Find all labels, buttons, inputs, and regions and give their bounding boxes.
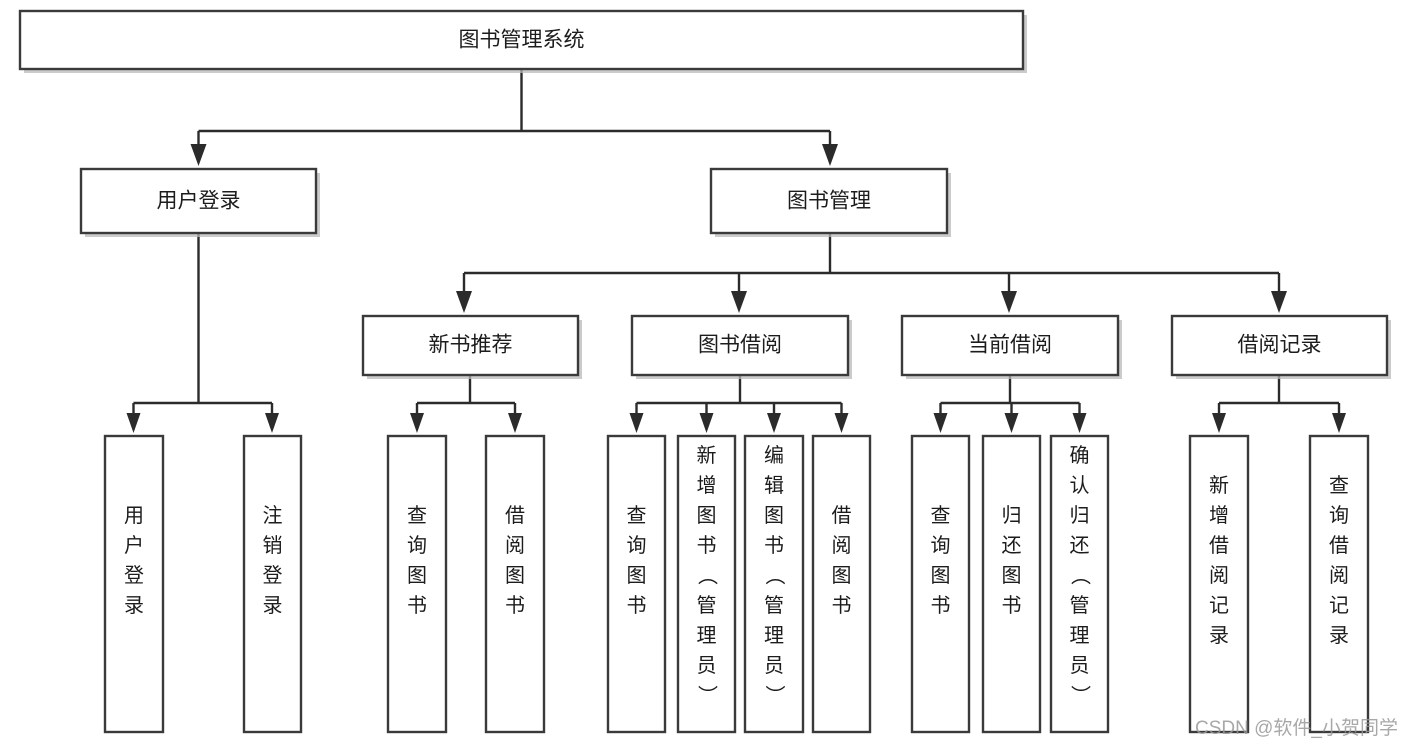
arrowhead-l3-1-to-lf5 bbox=[699, 413, 714, 433]
node-user-login[interactable]: 用户登录 bbox=[79, 167, 320, 237]
node-layer: 图书管理系统 用户登录 图书管理 新书推荐 bbox=[18, 9, 1391, 734]
leaf-label-user-login: 用户登录 bbox=[124, 505, 144, 617]
leaf-node[interactable]: 查询借阅记录 bbox=[1308, 434, 1370, 734]
leaf-node[interactable]: 新增借阅记录 bbox=[1188, 434, 1250, 734]
node-root-label: 图书管理系统 bbox=[459, 29, 585, 52]
leaf-node[interactable]: 归还图书 bbox=[981, 434, 1042, 734]
node-new-book-recommend-label: 新书推荐 bbox=[429, 334, 513, 357]
arrowhead-l3-2-to-lf8 bbox=[933, 413, 948, 433]
leaf-node[interactable]: 注销登录 bbox=[242, 434, 303, 734]
leaf-box-user-login[interactable] bbox=[103, 434, 165, 734]
leaf-node[interactable]: 查询图书 bbox=[606, 434, 667, 734]
leaf-box-add-book-admin[interactable] bbox=[676, 434, 737, 734]
leaf-box-add-borrow-record[interactable] bbox=[1188, 434, 1250, 734]
node-current-borrow-box[interactable] bbox=[900, 314, 1120, 377]
connector-layer bbox=[126, 69, 1346, 433]
arrowhead-l3-2-to-lf10 bbox=[1072, 413, 1087, 433]
leaf-label-query-borrow-record: 查询借阅记录 bbox=[1329, 474, 1349, 647]
leaf-box-edit-book-admin[interactable] bbox=[743, 434, 805, 734]
arrowhead-user-login-to-lf1 bbox=[265, 413, 279, 433]
node-current-borrow[interactable]: 当前借阅 bbox=[900, 314, 1122, 379]
node-new-book-recommend-box[interactable] bbox=[361, 314, 580, 377]
node-borrow-record-box[interactable] bbox=[1170, 314, 1389, 377]
node-root[interactable]: 图书管理系统 bbox=[18, 9, 1027, 73]
csdn-watermark: CSDN @软件_小贺同学 bbox=[1195, 717, 1398, 739]
leaf-box-borrow-book-rec[interactable] bbox=[484, 434, 546, 734]
leaf-label-edit-book-admin: 编辑图书（管理员） bbox=[764, 444, 785, 707]
arrowhead-l3-2-to-lf9 bbox=[1004, 413, 1019, 433]
leaf-box-query-book-current[interactable] bbox=[910, 434, 971, 734]
arrowhead-book-mgmt-to-l3-2 bbox=[1001, 291, 1017, 313]
leaf-box-borrow-book-borrow[interactable] bbox=[811, 434, 872, 734]
leaf-label-borrow-book-borrow: 借阅图书 bbox=[832, 504, 852, 617]
node-user-login-label: 用户登录 bbox=[157, 190, 241, 213]
arrowhead-book-mgmt-to-l3-3 bbox=[1271, 291, 1287, 313]
node-borrow-record[interactable]: 借阅记录 bbox=[1170, 314, 1391, 379]
node-book-management-label: 图书管理 bbox=[787, 190, 871, 213]
leaf-label-confirm-return-admin: 确认归还（管理员） bbox=[1070, 444, 1091, 707]
node-book-borrow-box[interactable] bbox=[630, 314, 850, 377]
leaf-label-query-book-rec: 查询图书 bbox=[407, 504, 427, 617]
leaf-node[interactable]: 新增图书（管理员） bbox=[676, 434, 737, 734]
leaf-label-logout: 注销登录 bbox=[263, 504, 283, 617]
node-root-box[interactable] bbox=[18, 9, 1025, 71]
leaf-box-return-book[interactable] bbox=[981, 434, 1042, 734]
leaf-node[interactable]: 查询图书 bbox=[386, 434, 448, 734]
node-book-borrow[interactable]: 图书借阅 bbox=[630, 314, 852, 379]
leaf-label-add-book-admin: 新增图书（管理员） bbox=[697, 444, 718, 707]
leaf-box-query-book-rec[interactable] bbox=[386, 434, 448, 734]
leaf-node[interactable]: 借阅图书 bbox=[484, 434, 546, 734]
leaf-node[interactable]: 用户登录 bbox=[103, 434, 165, 734]
arrowhead-l3-1-to-lf4 bbox=[629, 413, 644, 433]
node-book-borrow-label: 图书借阅 bbox=[698, 334, 782, 357]
arrowhead-root-to-user-login bbox=[190, 144, 207, 166]
node-user-login-box[interactable] bbox=[79, 167, 318, 235]
arrowhead-l3-1-to-lf6 bbox=[767, 413, 781, 433]
leaf-label-borrow-book-rec: 借阅图书 bbox=[505, 504, 525, 617]
node-book-management[interactable]: 图书管理 bbox=[709, 167, 951, 237]
leaf-box-query-book-borrow[interactable] bbox=[606, 434, 667, 734]
arrowhead-user-login-to-lf0 bbox=[126, 413, 141, 433]
arrowhead-l3-3-to-lf11 bbox=[1212, 413, 1226, 433]
arrowhead-book-mgmt-to-l3-1 bbox=[731, 291, 747, 313]
leaf-node[interactable]: 编辑图书（管理员） bbox=[743, 434, 805, 734]
arrowhead-book-mgmt-to-l3-0 bbox=[456, 291, 472, 313]
leaf-label-query-book-current: 查询图书 bbox=[931, 504, 951, 617]
leaf-label-return-book: 归还图书 bbox=[1002, 504, 1022, 617]
leaf-box-confirm-return-admin[interactable] bbox=[1049, 434, 1110, 734]
arrowhead-l3-0-to-lf3 bbox=[508, 413, 522, 433]
leaf-node[interactable]: 确认归还（管理员） bbox=[1049, 434, 1110, 734]
leaf-node[interactable]: 借阅图书 bbox=[811, 434, 872, 734]
leaf-box-query-borrow-record[interactable] bbox=[1308, 434, 1370, 734]
node-borrow-record-label: 借阅记录 bbox=[1238, 334, 1322, 357]
arrowhead-l3-1-to-lf7 bbox=[834, 413, 849, 433]
node-book-management-box[interactable] bbox=[709, 167, 949, 235]
arrowhead-l3-3-to-lf12 bbox=[1332, 413, 1346, 433]
node-current-borrow-label: 当前借阅 bbox=[968, 334, 1052, 357]
arrowhead-l3-0-to-lf2 bbox=[410, 413, 424, 433]
arrowhead-root-to-book-mgmt bbox=[822, 144, 838, 166]
node-new-book-recommend[interactable]: 新书推荐 bbox=[361, 314, 582, 379]
leaf-node[interactable]: 查询图书 bbox=[910, 434, 971, 734]
leaf-label-add-borrow-record: 新增借阅记录 bbox=[1209, 474, 1229, 647]
leaf-box-logout[interactable] bbox=[242, 434, 303, 734]
leaf-label-query-book-borrow: 查询图书 bbox=[627, 504, 647, 617]
